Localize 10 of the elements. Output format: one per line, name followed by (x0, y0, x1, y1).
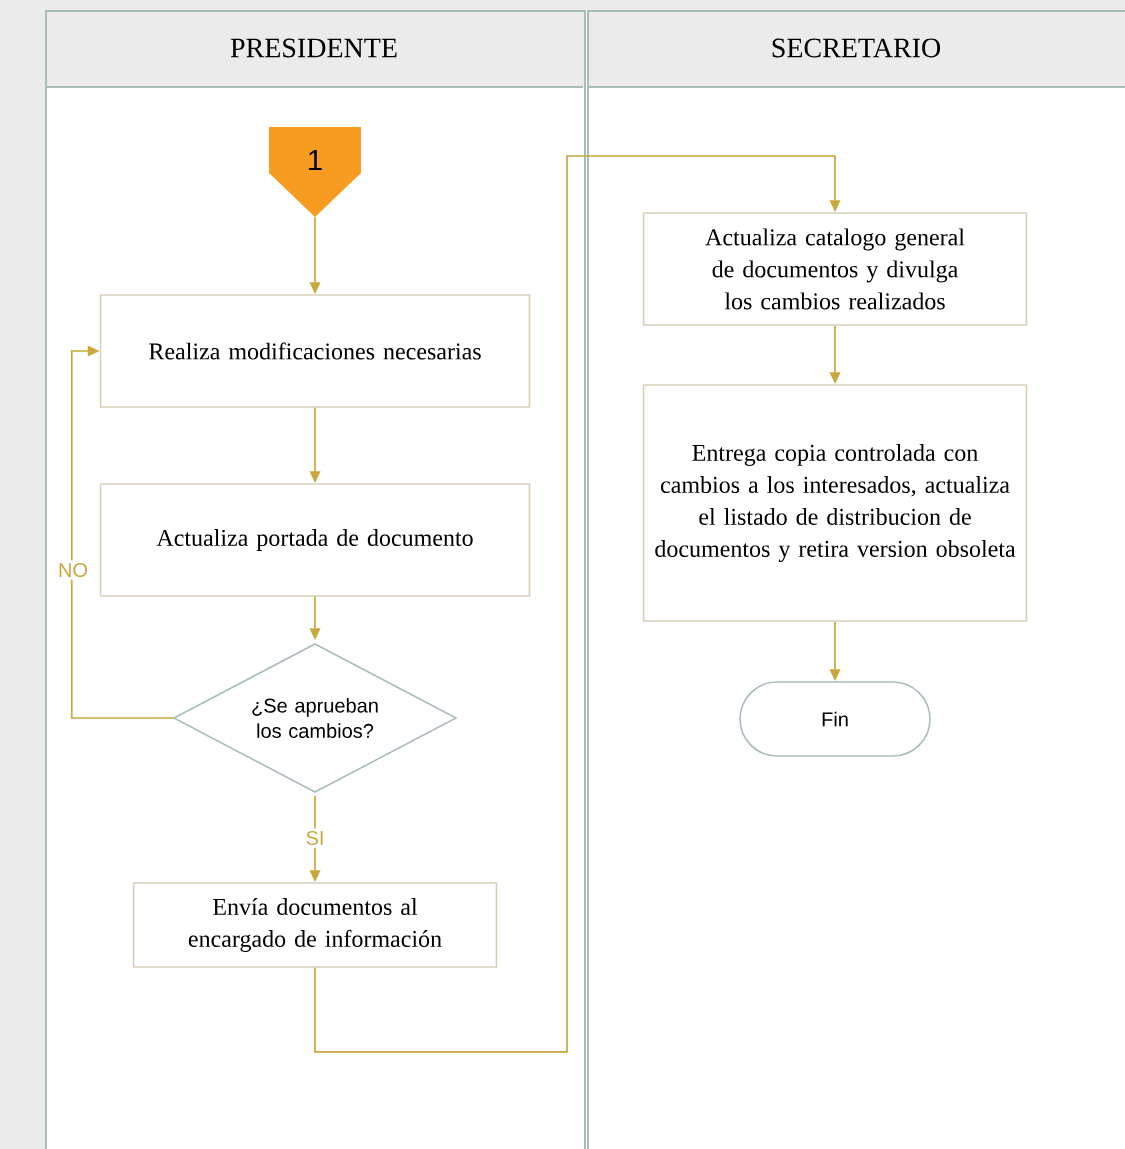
process-box: Actualiza catalogo general de documentos y divulga los cambios realizados (642, 212, 1028, 326)
arrow (314, 155, 841, 1053)
process-box: Realiza modificaciones necesarias (99, 294, 531, 408)
process-box: Entrega copia controlada con cambios a los interesados, actualiza el listado de distribucion de documentos y retira version obsoleta (642, 384, 1028, 622)
arrow (70, 345, 175, 719)
edge-label: SI (302, 828, 328, 848)
process-box: Envía documentos al encargado de información (132, 882, 498, 968)
process-box: Actualiza portada de documento (99, 483, 531, 597)
off-page-connector: 1 (269, 127, 361, 217)
edge-label: NO (55, 560, 91, 580)
